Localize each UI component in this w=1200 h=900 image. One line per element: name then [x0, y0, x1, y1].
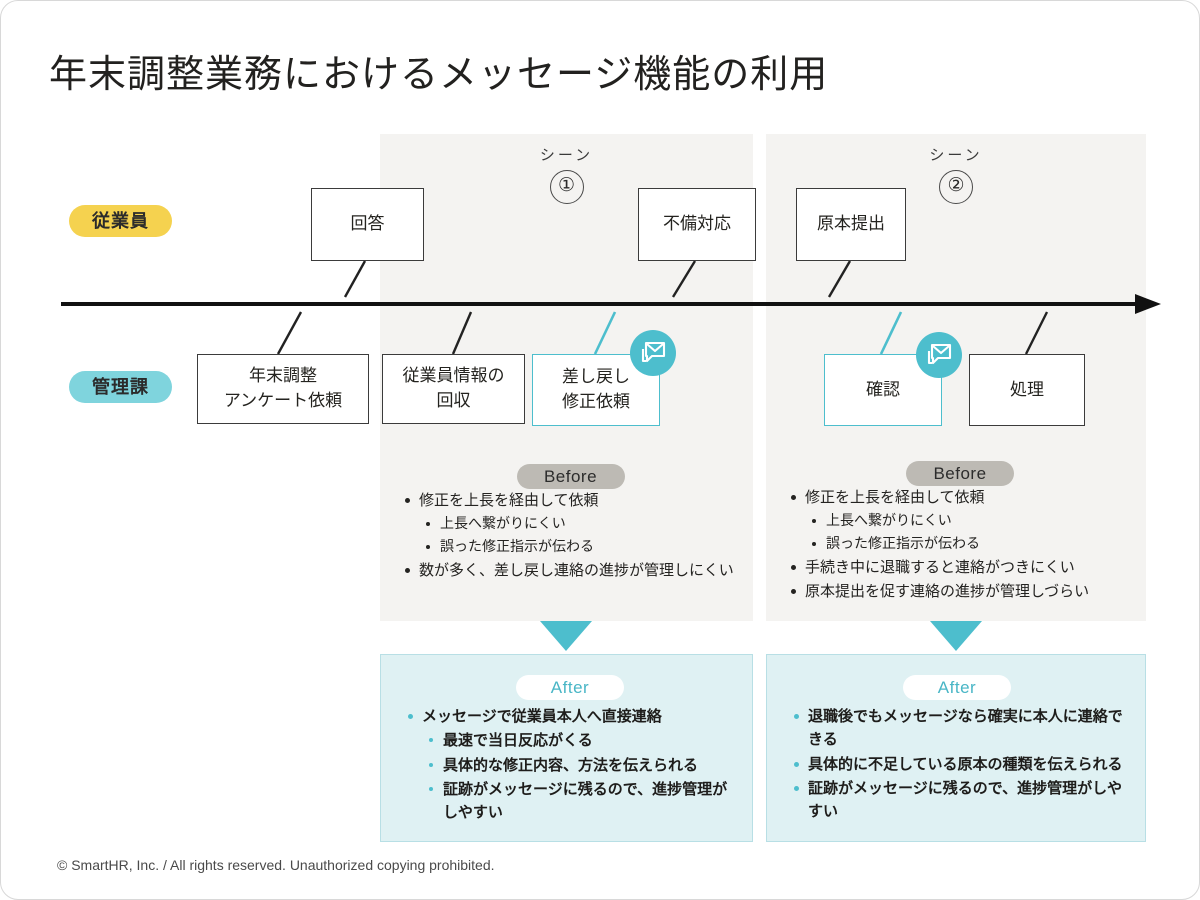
scene-2-kicker: シーン: [929, 147, 983, 164]
after-label-2: After: [903, 675, 1011, 700]
after-body-2: 退職後でもメッセージなら確実に本人に連絡できる具体的に不足している原本の種類を伝…: [791, 705, 1131, 824]
process-box-defect: 不備対応: [638, 188, 756, 261]
before-2-item: 手続き中に退職すると連絡がつきにくい: [788, 556, 1132, 579]
after-2-item: 退職後でもメッセージなら確実に本人に連絡できる: [791, 705, 1131, 752]
scene-1-before-block: Before 修正を上長を経由して依頼上長へ繋がりにくい誤った修正指示が伝わる数…: [402, 464, 739, 583]
before-to-after-arrow-2: [930, 621, 982, 651]
after-label-1: After: [516, 675, 624, 700]
before-2-item: 修正を上長を経由して依頼: [788, 486, 1132, 509]
message-envelope-icon: [630, 330, 676, 376]
before-label-2: Before: [906, 461, 1014, 486]
before-to-after-arrow-1: [540, 621, 592, 651]
scene-1-kicker: シーン: [539, 147, 594, 164]
process-box-confirm: 確認: [824, 354, 942, 426]
before-2-item: 誤った修正指示が伝わる: [788, 533, 1132, 555]
after-2-item: 証跡がメッセージに残るので、進捗管理がしやすい: [791, 777, 1131, 824]
before-list-1: 修正を上長を経由して依頼上長へ繋がりにくい誤った修正指示が伝わる数が多く、差し戻…: [402, 489, 739, 582]
process-box-collect: 従業員情報の 回収: [382, 354, 525, 424]
process-box-process: 処理: [969, 354, 1085, 426]
before-1-item: 上長へ繋がりにくい: [402, 513, 739, 535]
lane-label-admin: 管理課: [69, 371, 172, 403]
process-box-original: 原本提出: [796, 188, 906, 261]
process-box-answer: 回答: [311, 188, 424, 261]
after-panel-2: After 退職後でもメッセージなら確実に本人に連絡できる具体的に不足している原…: [766, 654, 1146, 842]
after-1-item: 具体的な修正内容、方法を伝えられる: [405, 754, 738, 777]
scene-2-number: ②: [939, 170, 973, 204]
after-2-item: 具体的に不足している原本の種類を伝えられる: [791, 753, 1131, 776]
page-title: 年末調整業務におけるメッセージ機能の利用: [49, 54, 829, 96]
after-list-2: 退職後でもメッセージなら確実に本人に連絡できる具体的に不足している原本の種類を伝…: [791, 705, 1131, 823]
after-list-1: メッセージで従業員本人へ直接連絡最速で当日反応がくる具体的な修正内容、方法を伝え…: [405, 705, 738, 824]
before-2-item: 原本提出を促す連絡の進捗が管理しづらい: [788, 580, 1132, 603]
message-envelope-icon: [916, 332, 962, 378]
before-1-item: 誤った修正指示が伝わる: [402, 536, 739, 558]
process-box-kickoff: 年末調整 アンケート依頼: [197, 354, 369, 424]
copyright-footer: © SmartHR, Inc. / All rights reserved. U…: [57, 857, 495, 873]
after-panel-1: After メッセージで従業員本人へ直接連絡最速で当日反応がくる具体的な修正内容…: [380, 654, 753, 842]
scene-1-number: ①: [549, 170, 584, 204]
after-body-1: メッセージで従業員本人へ直接連絡最速で当日反応がくる具体的な修正内容、方法を伝え…: [405, 705, 738, 825]
before-1-item: 数が多く、差し戻し連絡の進捗が管理しにくい: [402, 559, 739, 582]
before-1-item: 修正を上長を経由して依頼: [402, 489, 739, 512]
after-1-item: 証跡がメッセージに残るので、進捗管理がしやすい: [405, 778, 738, 825]
after-1-item: メッセージで従業員本人へ直接連絡: [405, 705, 738, 728]
before-list-2: 修正を上長を経由して依頼上長へ繋がりにくい誤った修正指示が伝わる手続き中に退職す…: [788, 486, 1132, 603]
scene-2-before-block: Before 修正を上長を経由して依頼上長へ繋がりにくい誤った修正指示が伝わる手…: [788, 461, 1132, 604]
before-2-item: 上長へ繋がりにくい: [788, 510, 1132, 532]
after-1-item: 最速で当日反応がくる: [405, 729, 738, 752]
lane-label-employee: 従業員: [69, 205, 172, 237]
before-label-1: Before: [516, 464, 625, 489]
